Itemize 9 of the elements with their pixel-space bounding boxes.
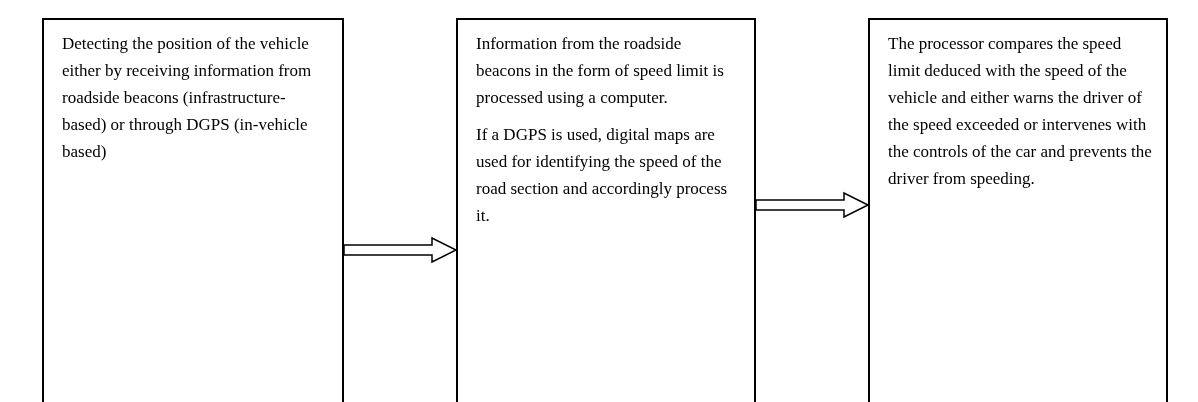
process-box xyxy=(42,18,344,402)
process-box xyxy=(456,18,756,402)
process-text: Detecting the position of the vehicle either by receiving information from roadside beacons (infrastructure-based) or through DGPS (in-vehicle based) xyxy=(62,33,313,163)
process-text: If a DGPS is used, digital maps are used for identifying the speed of the road section and accordingly process it. xyxy=(476,124,729,227)
block-arrow xyxy=(343,236,458,264)
process-box xyxy=(868,18,1168,402)
process-text: The processor compares the speed limit deduced with the speed of the vehicle and either warns the driver of the speed exceeded or intervenes with the controls of the car and prevents the driver from speeding. xyxy=(888,33,1152,190)
block-arrow xyxy=(755,191,870,219)
process-text: Information from the roadside beacons in the form of speed limit is processed using a computer. xyxy=(476,33,725,109)
